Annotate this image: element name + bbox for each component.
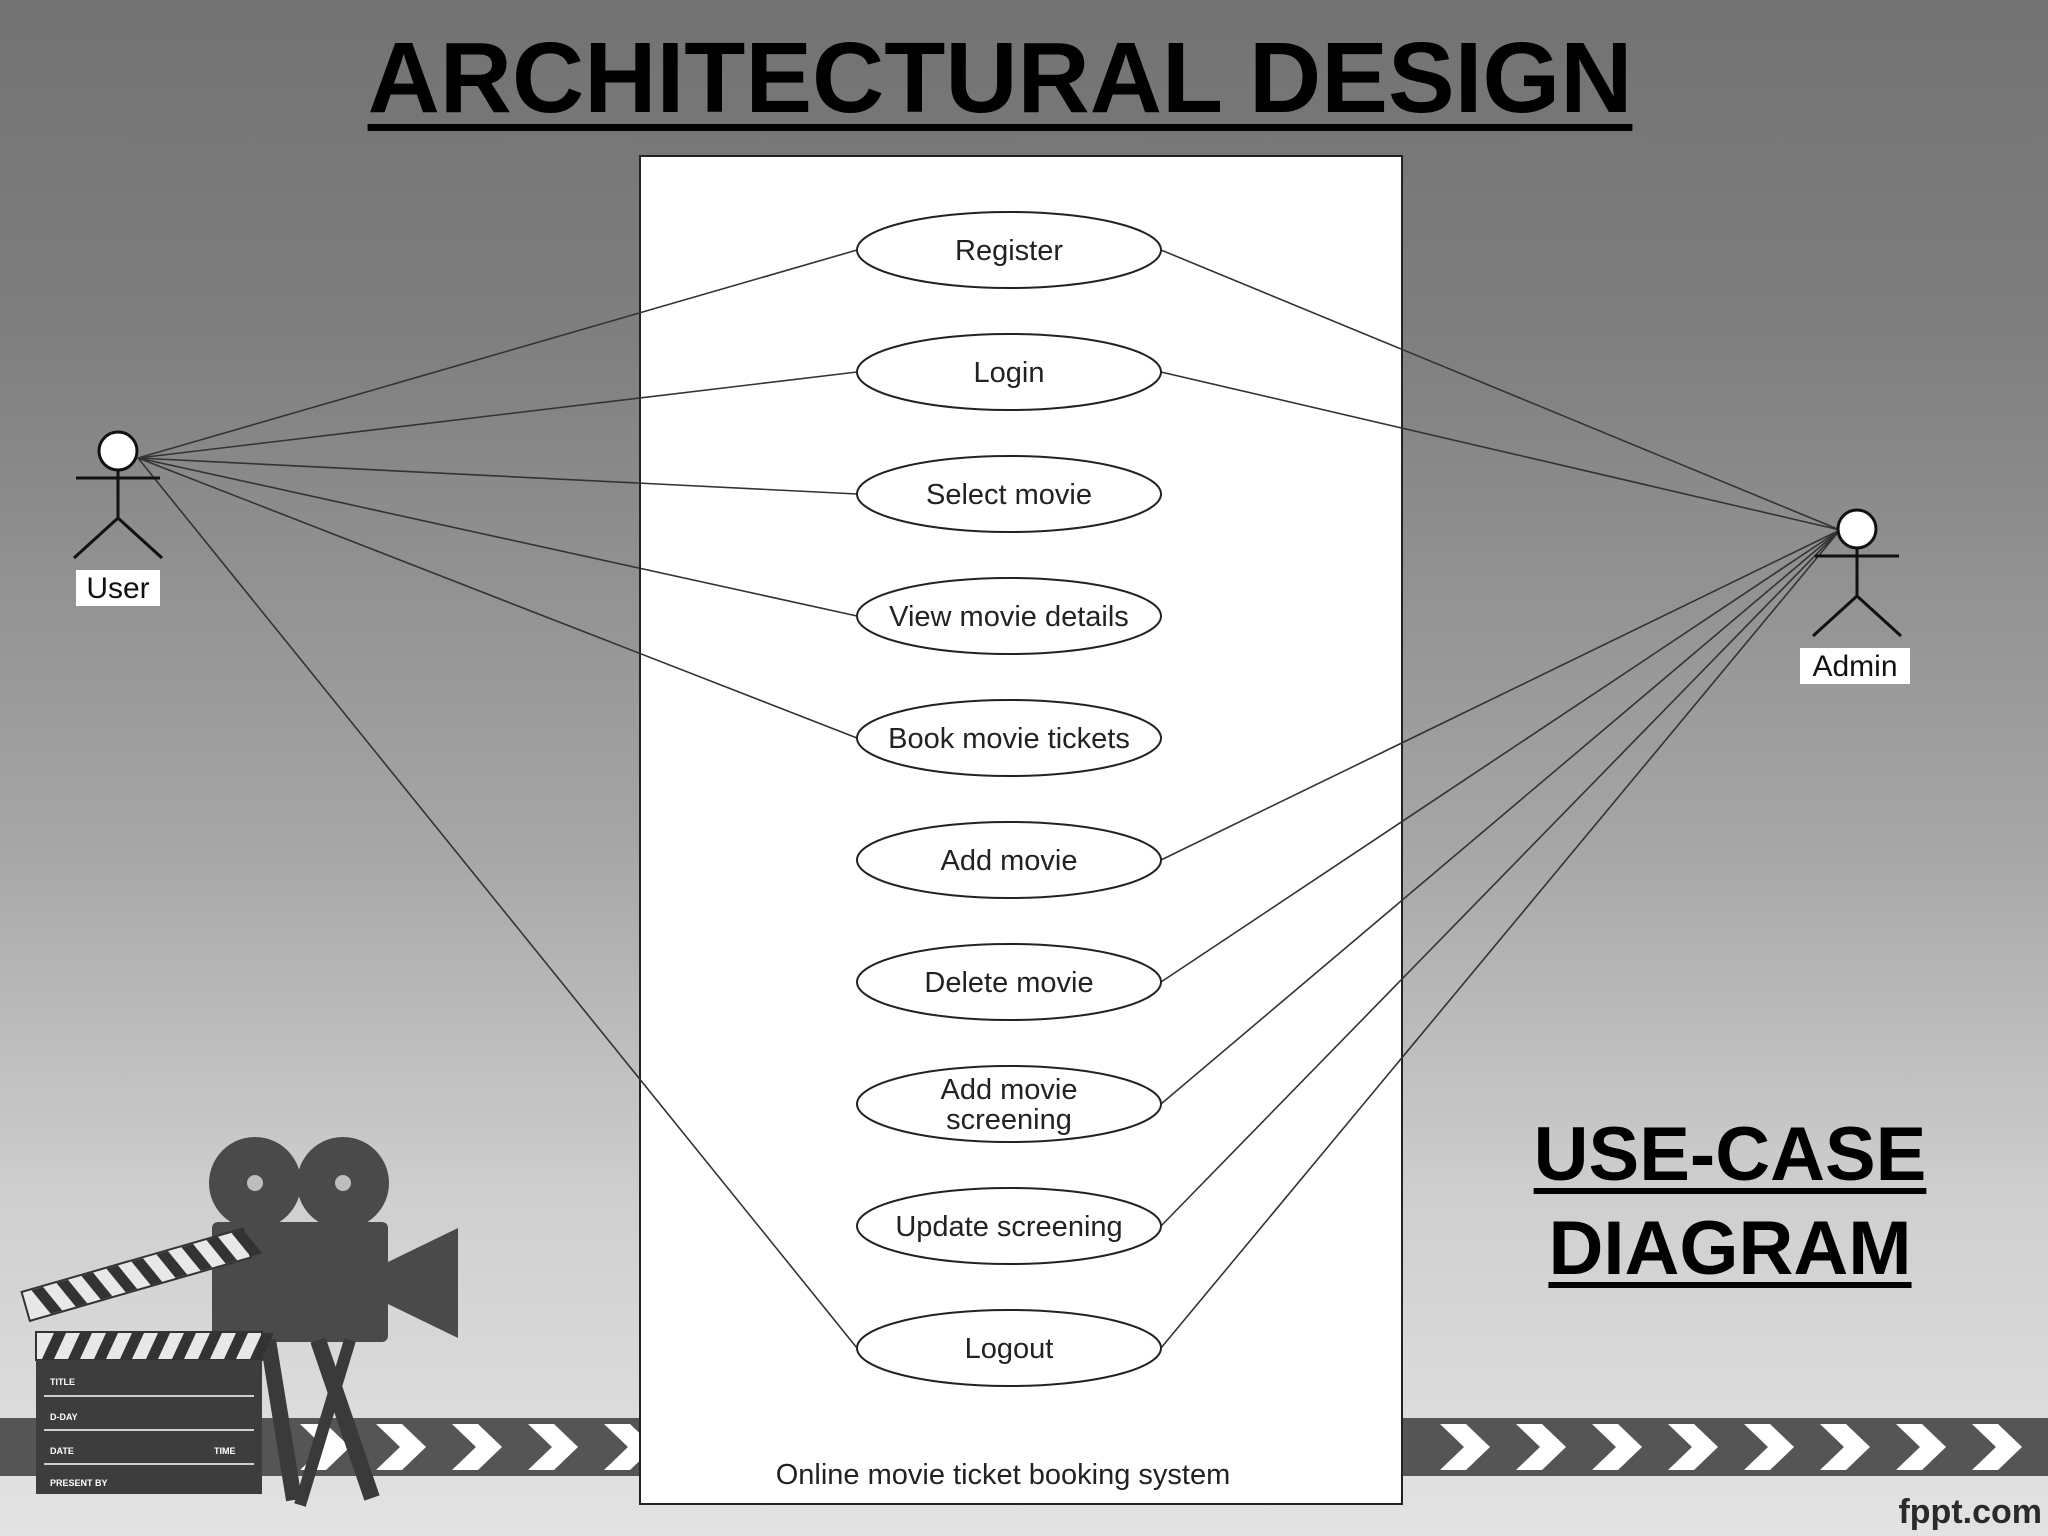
user-association-line — [137, 457, 858, 617]
admin-actor-label: Admin — [1812, 650, 1897, 683]
clap-stripe — [198, 1333, 222, 1359]
use-case-ellipse — [856, 1309, 1162, 1387]
use-case-label: Logout — [965, 1333, 1054, 1365]
side-label-line2: DIAGRAM — [1548, 1206, 1912, 1291]
clap-stripe — [31, 1286, 63, 1314]
use-case-label: Add movie — [940, 1074, 1077, 1106]
use-case: Add movie — [856, 821, 1162, 899]
clap-row-title: TITLE — [50, 1377, 75, 1387]
admin-actor-head — [1836, 508, 1878, 550]
clap-stripe — [68, 1333, 92, 1359]
admin-association-line — [1160, 371, 1841, 531]
chevron-icon — [376, 1424, 426, 1470]
chevron-icon — [1668, 1424, 1718, 1470]
chevron-icon — [1516, 1424, 1566, 1470]
chevron-icon — [1592, 1424, 1642, 1470]
use-case: Login — [856, 333, 1162, 411]
chevron-icon — [1744, 1424, 1794, 1470]
clap-stripe — [172, 1333, 196, 1359]
use-case-ellipse — [856, 211, 1162, 289]
use-case-label: screening — [946, 1104, 1072, 1136]
chevron-icon — [1820, 1424, 1870, 1470]
clap-stripe — [106, 1265, 138, 1293]
clap-stripe — [146, 1333, 170, 1359]
user-actor-head — [97, 430, 139, 472]
clap-row-dday: D-DAY — [50, 1412, 78, 1422]
user-association-line — [137, 457, 858, 739]
admin-association-line — [1160, 249, 1841, 531]
use-case-ellipse — [856, 333, 1162, 411]
admin-association-line — [1160, 529, 1841, 983]
clap-row-present: PRESENT BY — [50, 1478, 108, 1488]
side-label-line1: USE-CASE — [1533, 1112, 1927, 1197]
use-case: View movie details — [856, 577, 1162, 655]
clap-stripe — [224, 1333, 248, 1359]
use-case-label: Update screening — [895, 1211, 1122, 1243]
user-label-bg — [76, 570, 160, 606]
chevron-icon — [1440, 1424, 1490, 1470]
system-name: Online movie ticket booking system — [776, 1459, 1231, 1491]
use-case-label: View movie details — [889, 601, 1129, 633]
use-case-ellipse — [856, 577, 1162, 655]
use-case-label: Delete movie — [924, 967, 1093, 999]
use-case-label: Register — [955, 235, 1063, 267]
clap-stripe — [56, 1279, 88, 1307]
admin-association-line — [1160, 529, 1841, 861]
chevron-icon — [1896, 1424, 1946, 1470]
user-association-line — [137, 457, 858, 495]
slide-title: ARCHITECTURAL DESIGN — [367, 22, 1633, 134]
clap-stripe — [231, 1229, 263, 1257]
admin-association-line — [1160, 529, 1841, 1227]
use-case-label: Select movie — [926, 479, 1092, 511]
clap-stripe — [42, 1333, 66, 1359]
user-association-line — [137, 457, 858, 1349]
side-label: USE-CASE DIAGRAM — [1490, 1108, 1970, 1296]
chevron-icon — [1972, 1424, 2022, 1470]
admin-association-line — [1160, 529, 1841, 1105]
clap-row-date: DATE — [50, 1446, 74, 1456]
user-actor — [72, 430, 164, 560]
association-lines — [137, 249, 1841, 1349]
clap-stripe — [156, 1251, 188, 1278]
movie-camera-icon — [209, 1137, 458, 1507]
clap-row-time: TIME — [214, 1446, 236, 1456]
user-actor-label: User — [86, 572, 149, 605]
admin-actor — [1811, 508, 1903, 638]
clap-stripe — [206, 1236, 238, 1264]
use-case-ellipse — [856, 455, 1162, 533]
use-case: Delete movie — [856, 943, 1162, 1021]
use-case: Register — [856, 211, 1162, 289]
use-case-label: Login — [974, 357, 1045, 389]
user-association-line — [137, 371, 858, 459]
watermark: fppt.com — [1898, 1493, 2042, 1531]
use-case: Select movie — [856, 455, 1162, 533]
use-case: Update screening — [856, 1187, 1162, 1265]
use-case-label: Add movie — [940, 845, 1077, 877]
clap-stripe — [94, 1333, 118, 1359]
use-case-ellipse — [856, 821, 1162, 899]
chevron-icon — [528, 1424, 578, 1470]
use-case-ellipse — [856, 1065, 1162, 1143]
clap-stripe — [181, 1243, 213, 1271]
use-case-ellipse — [856, 1187, 1162, 1265]
use-case: Book movie tickets — [856, 699, 1162, 777]
chevron-icon — [452, 1424, 502, 1470]
clap-stripe — [120, 1333, 144, 1359]
admin-label-bg — [1800, 648, 1910, 684]
clapperboard-icon: TITLE D-DAY DATE TIME PRESENT BY — [20, 1227, 274, 1494]
user-association-line — [137, 249, 858, 459]
use-case-ellipse — [856, 943, 1162, 1021]
clap-stripe — [250, 1333, 274, 1359]
use-case-label: Book movie tickets — [888, 723, 1130, 755]
use-case-ellipse — [856, 699, 1162, 777]
clap-stripe — [81, 1272, 113, 1300]
clap-stripe — [131, 1258, 163, 1286]
use-case: Logout — [856, 1309, 1162, 1387]
admin-association-line — [1160, 529, 1841, 1349]
